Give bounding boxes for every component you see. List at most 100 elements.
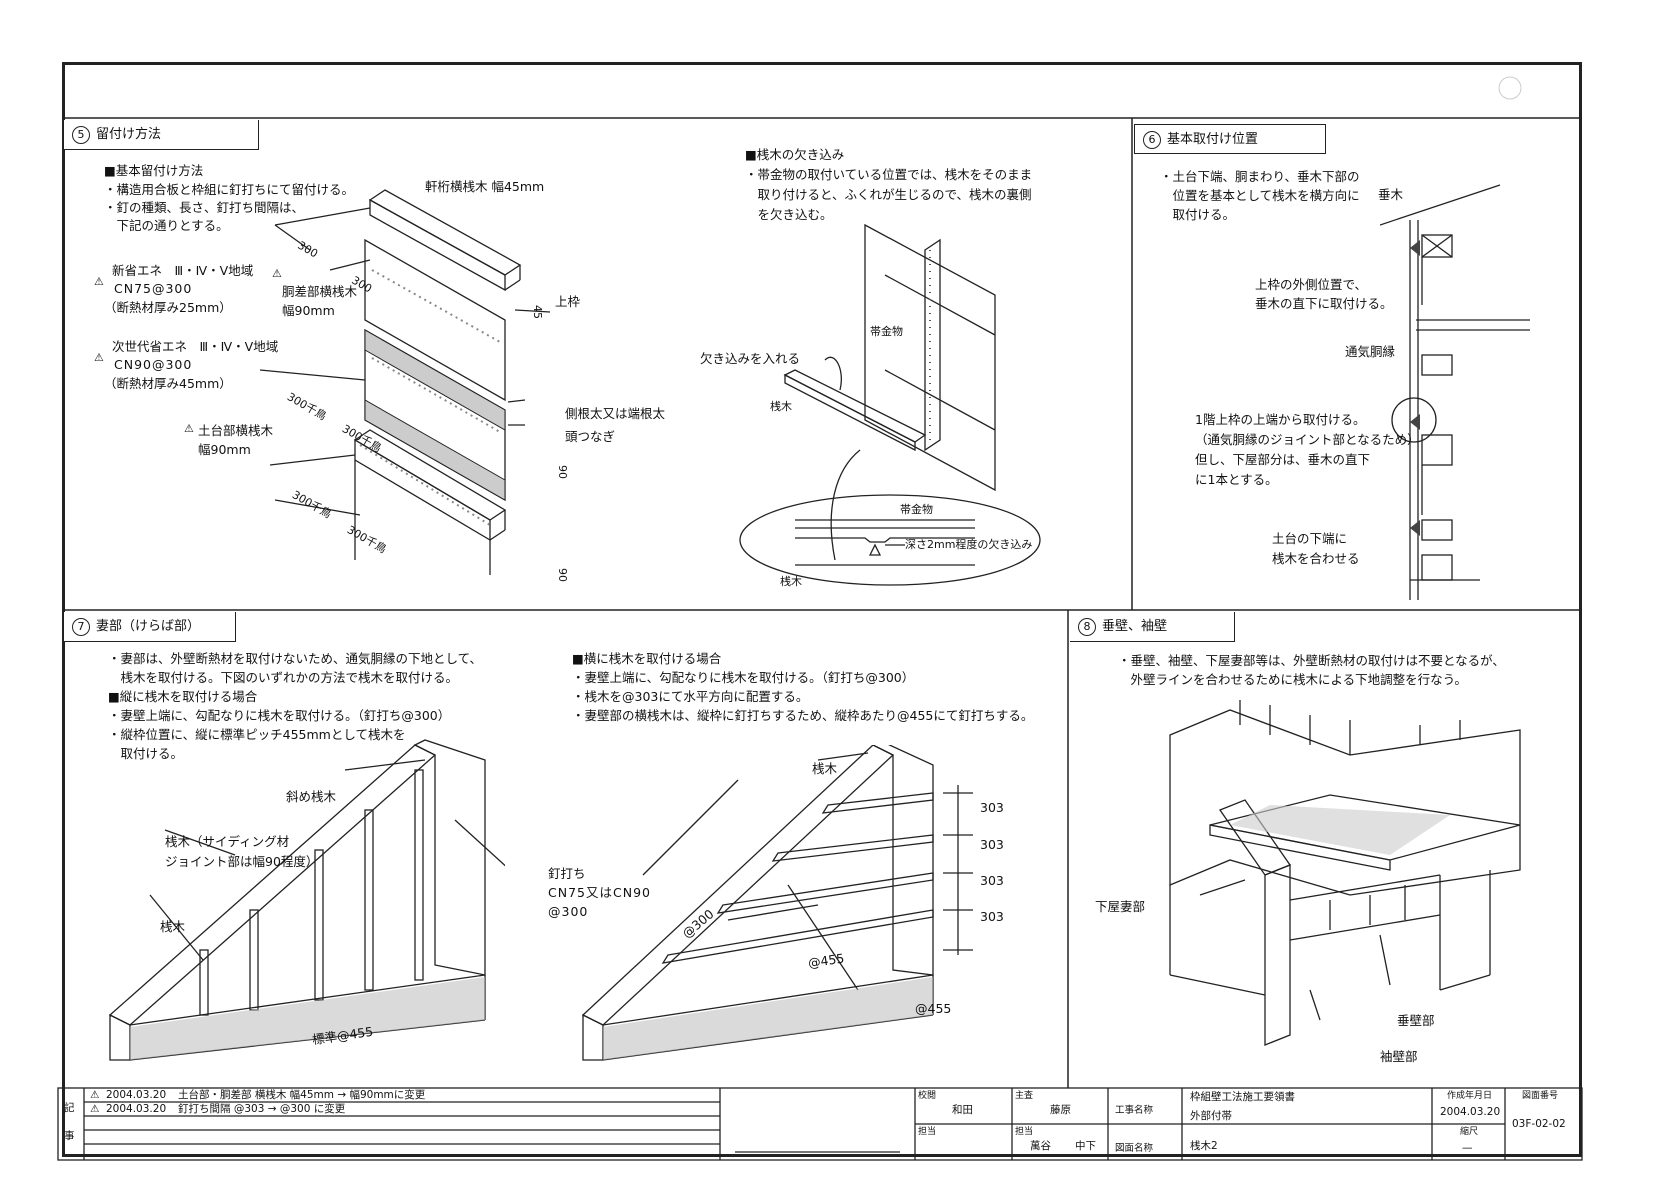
- s6-label-tsuuki: 通気胴縁: [1345, 344, 1396, 359]
- s6-line-2: 位置を基本として桟木を横方向に: [1160, 188, 1360, 203]
- tb-scale-label: 縮尺: [1460, 1127, 1479, 1137]
- s6-note2c: 但し、下屋部分は、垂木の直下: [1195, 452, 1371, 467]
- notch-label-sangi2: 桟木: [780, 575, 802, 588]
- notch-drawing: [739, 223, 1041, 586]
- tb-scale: —: [1462, 1142, 1473, 1154]
- section-8-title-text: 垂壁、袖壁: [1102, 619, 1168, 634]
- s7-p303-1: 303: [980, 800, 1004, 815]
- tb-side-1: 記: [64, 1102, 75, 1114]
- notch-line-1: ・帯金物の取付いている位置では、桟木をそのまま: [745, 167, 1033, 182]
- s5-wall-isometric-drawing: [260, 189, 551, 575]
- tb-kouetsu-name: 和田: [952, 1104, 973, 1116]
- s5-label-dousa2: 幅90mm: [282, 303, 335, 318]
- s5-label-sokune: 側根太又は端根太: [565, 406, 666, 421]
- s6-note3a: 土台の下端に: [1272, 531, 1348, 546]
- s7-p303-4: 303: [980, 909, 1004, 924]
- tb-created: 2004.03.20: [1440, 1106, 1501, 1118]
- section-6-title-text: 基本取付け位置: [1167, 132, 1259, 147]
- s7-tate-2: ・縦枠位置に、縦に標準ピッチ455mmとして桟木を: [108, 727, 406, 742]
- s5-spec1-a: 新省エネ Ⅲ・Ⅳ・Ⅴ地域: [112, 263, 254, 278]
- warning-icon: ⚠: [90, 1089, 100, 1101]
- s5-line-1: ・構造用合板と枠組に釘打ちにて留付ける。: [104, 182, 355, 197]
- s5-label-nokigeta: 軒桁横桟木 幅45mm: [425, 179, 545, 194]
- s5-heading: ■基本留付け方法: [104, 163, 204, 178]
- tb-zumen-label: 図面名称: [1115, 1143, 1154, 1154]
- warning-icon: ⚠: [94, 275, 104, 288]
- s7-label-siding2: ジョイント部は幅90程度）: [165, 854, 319, 869]
- s7-p303-2: 303: [980, 837, 1004, 852]
- s8-line-2: 外壁ラインを合わせるために桟木による下地調整を行なう。: [1118, 672, 1467, 687]
- section-5-title-text: 留付け方法: [96, 127, 162, 142]
- s8-building-drawing: [1169, 700, 1521, 1046]
- notch-label-kakikomi: 欠き込みを入れる: [700, 351, 801, 366]
- warning-icon: ⚠: [272, 267, 282, 280]
- s5-label-dousa1: 胴差部横桟木: [282, 284, 358, 299]
- tb-rev1-date: 2004.03.20: [106, 1089, 167, 1101]
- notch-label-sangi: 桟木: [770, 400, 792, 413]
- s5-spec1-c: （断熱材厚み25mm）: [104, 300, 232, 315]
- section-8-number: 8: [1078, 617, 1096, 636]
- tb-number-label: 図面番号: [1522, 1091, 1559, 1101]
- tb-kouji: 枠組壁工法施工要領書: [1190, 1091, 1295, 1103]
- s5-spec2-a: 次世代省エネ Ⅲ・Ⅳ・Ⅴ地域: [112, 339, 279, 354]
- s5-line-2: ・釘の種類、長さ、釘打ち間隔は、: [104, 200, 305, 215]
- s6-note2d: に1本とする。: [1195, 472, 1278, 487]
- s6-section-drawing: [1380, 184, 1530, 600]
- section-8-title: 8 垂壁、袖壁: [1070, 612, 1235, 642]
- s6-note1a: 上枠の外側位置で、: [1255, 277, 1368, 292]
- s5-spec2-c: （断熱材厚み45mm）: [104, 376, 232, 391]
- tb-kouji-label: 工事名称: [1115, 1105, 1154, 1116]
- s8-label-tare: 垂壁部: [1397, 1013, 1435, 1028]
- notch-line-3: を欠き込む。: [745, 207, 833, 222]
- s7-horizontal-batten-gable: [581, 745, 973, 1061]
- s7-left-1: ・妻部は、外壁断熱材を取付けないため、通気胴縁の下地として、: [108, 651, 483, 666]
- tb-tantou-name: 萬谷: [1030, 1140, 1051, 1152]
- tb-shusa-label: 主査: [1015, 1091, 1034, 1101]
- tb-kouji-sub: 外部付帯: [1190, 1110, 1232, 1122]
- s7-label-kugi3: @300: [548, 904, 589, 919]
- s7-label-naname: 斜め桟木: [286, 789, 337, 804]
- notch-label-depth: 深さ2mm程度の欠き込み: [905, 538, 1033, 551]
- s7-yoko-heading: ■横に桟木を取付ける場合: [572, 651, 722, 666]
- section-7-title: 7 妻部（けらば部）: [64, 612, 236, 642]
- s7-label-kugi1: 釘打ち: [548, 866, 586, 881]
- warning-icon: ⚠: [90, 1103, 100, 1115]
- tb-side-2: 事: [64, 1130, 75, 1142]
- tb-rev1-text: 土台部・胴差部 横桟木 幅45mm → 幅90mmに変更: [178, 1089, 426, 1101]
- s7-tate-1: ・妻壁上端に、勾配なりに桟木を取付ける。（釘打ち@300）: [108, 708, 451, 723]
- s5-spec2-b: CN90@300: [114, 357, 193, 372]
- s7-p303-3: 303: [980, 873, 1004, 888]
- s8-label-geya: 下屋妻部: [1095, 899, 1146, 914]
- s6-note2b: （通気胴縁のジョイント部となるため）: [1195, 432, 1420, 447]
- s7-label-kugi2: CN75又はCN90: [548, 885, 651, 900]
- notch-label-obikanamono: 帯金物: [870, 325, 903, 338]
- warning-icon: ⚠: [184, 422, 194, 435]
- s5-label-dodai2: 幅90mm: [198, 442, 251, 457]
- section-7-number: 7: [72, 617, 90, 636]
- s8-label-sode: 袖壁部: [1380, 1049, 1418, 1064]
- tb-shusa-name: 藤原: [1050, 1104, 1071, 1116]
- tb-rev2-date: 2004.03.20: [106, 1103, 167, 1115]
- drawing-frame: [62, 62, 1582, 1157]
- s7-label-a455b: @455: [915, 1001, 952, 1016]
- s5-label-uwawaku: 上枠: [555, 294, 581, 309]
- tb-tantou-name2: 中下: [1075, 1140, 1096, 1152]
- s6-note1b: 垂木の直下に取付ける。: [1255, 296, 1393, 311]
- s7-tate-heading: ■縦に桟木を取付ける場合: [108, 689, 258, 704]
- notch-line-2: 取り付けると、ふくれが生じるので、桟木の裏側: [745, 187, 1032, 202]
- s5-line-3: 下記の通りとする。: [104, 218, 229, 233]
- section-7-title-text: 妻部（けらば部）: [96, 619, 201, 634]
- s5-label-zunagi: 頭つなぎ: [565, 429, 616, 444]
- s6-line-3: 取付ける。: [1160, 207, 1236, 222]
- notch-label-obikanamono2: 帯金物: [900, 503, 933, 516]
- notch-heading: ■桟木の欠き込み: [745, 147, 845, 162]
- section-5-number: 5: [72, 125, 90, 144]
- section-5-title: 5 留付け方法: [64, 120, 259, 150]
- s5-spec1-b: CN75@300: [114, 281, 193, 296]
- s7-label-siding1: 桟木（サイディング材: [165, 834, 290, 849]
- s7-tate-3: 取付ける。: [108, 746, 184, 761]
- s7-yoko-2: ・桟木を@303にて水平方向に配置する。: [572, 689, 809, 704]
- s6-note3b: 桟木を合わせる: [1272, 551, 1360, 566]
- tb-number: 03F-02-02: [1512, 1118, 1566, 1130]
